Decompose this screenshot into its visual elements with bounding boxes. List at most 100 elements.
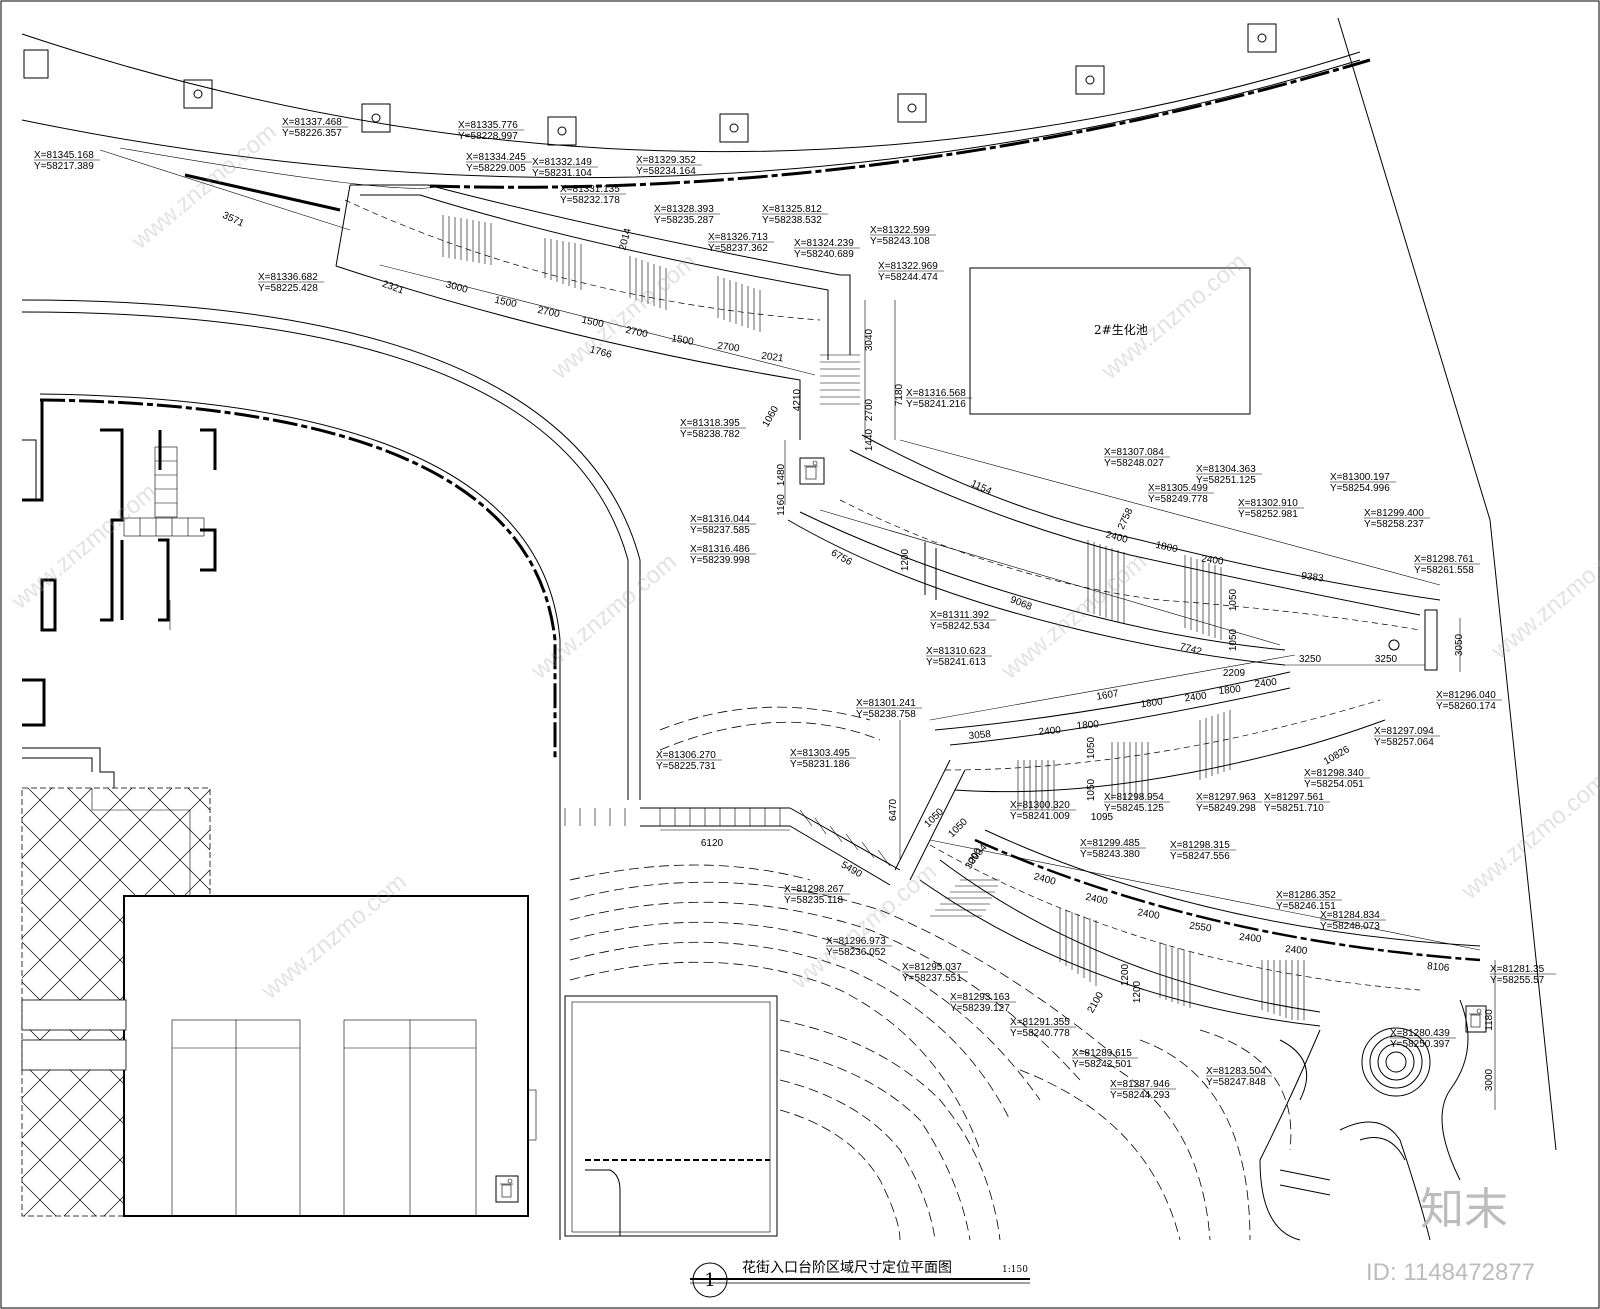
coordinate-y: Y=58239.998	[690, 555, 750, 566]
coordinate-y: Y=58237.551	[902, 973, 962, 984]
coordinate-y: Y=58251.125	[1196, 475, 1256, 486]
coordinate-y: Y=58235.118	[784, 895, 843, 906]
coordinate-y: Y=58251.710	[1264, 803, 1324, 814]
coordinate-y: Y=58226.357	[282, 128, 342, 139]
coordinate-y: Y=58243.380	[1080, 849, 1140, 860]
coordinate-y: Y=58255.57	[1490, 975, 1545, 986]
coordinate-y: Y=58240.689	[794, 249, 854, 260]
left-hatched-area	[21, 747, 537, 1217]
coordinate-x: X=81286.352	[1276, 890, 1336, 901]
left-building	[22, 400, 217, 727]
coordinate-y: Y=58217.389	[34, 161, 94, 172]
coordinate-y: Y=58232.178	[560, 195, 620, 206]
planter-box	[719, 113, 749, 143]
building-label: 2#生化池	[1094, 323, 1148, 337]
coordinate-y: Y=58252.981	[1238, 509, 1298, 520]
dimension-label: 1800	[1218, 684, 1242, 697]
dimension-label: 1160	[776, 494, 787, 516]
coordinate-y: Y=58244.474	[878, 272, 938, 283]
coordinate-y: Y=58225.731	[656, 761, 716, 772]
dimension-label: 2700	[864, 398, 875, 421]
coordinate-x: X=81328.393	[654, 204, 714, 215]
coordinate-y: Y=58242.534	[930, 621, 990, 632]
coordinate-y: Y=58261.558	[1414, 565, 1474, 576]
drawing-scale: 1:150	[1002, 1265, 1028, 1275]
coordinate-x: X=81303.495	[790, 748, 850, 759]
coordinate-y: Y=58237.362	[708, 243, 768, 254]
dimension-label: 1607	[1096, 688, 1120, 703]
dimension-label: 3250	[1299, 654, 1322, 665]
dimension-label: 3250	[1375, 654, 1398, 665]
coordinate-y: Y=58231.104	[532, 168, 592, 179]
dimension-label: 9383	[1301, 571, 1325, 585]
dimension-label: 2700	[536, 305, 560, 320]
planter-box	[361, 103, 391, 133]
coordinate-y: Y=58246.151	[1276, 901, 1336, 912]
coordinate-y: Y=58238.758	[856, 709, 916, 720]
lower-step-band-b	[919, 829, 1481, 1027]
dimension-label: 8106	[1427, 961, 1451, 974]
coordinate-x: X=81329.352	[636, 155, 696, 166]
coordinate-x: X=81297.561	[1264, 792, 1324, 803]
dimension-label: 2400	[1184, 690, 1208, 704]
coordinate-x: X=81281.35	[1490, 964, 1545, 975]
coordinate-y: Y=58241.009	[1010, 811, 1070, 822]
coordinate-x: X=81310.623	[926, 646, 986, 657]
coordinate-y: Y=58238.782	[680, 429, 740, 440]
coordinate-x: X=81345.168	[34, 150, 94, 161]
coordinate-x: X=81318.395	[680, 418, 740, 429]
coordinate-x: X=81336.682	[258, 272, 318, 283]
coordinate-x: X=81304.363	[1196, 464, 1256, 475]
dimension-label: 1500	[493, 295, 517, 310]
coordinate-x: X=81316.486	[690, 544, 750, 555]
coordinate-x: X=81335.776	[458, 120, 518, 131]
fountain-feature	[1259, 999, 1469, 1241]
dimension-label: 1480	[776, 463, 787, 486]
dimension-label: 1800	[1076, 719, 1100, 732]
drawing-title-block: 1 花街入口台阶区域尺寸定位平面图 1:150	[690, 1260, 1030, 1298]
dimension-label: 3058	[968, 729, 992, 742]
coordinate-x: X=81283.504	[1206, 1066, 1266, 1077]
dimension-label: 1180	[1484, 1009, 1495, 1031]
coordinate-x: X=81284.834	[1320, 910, 1380, 921]
coordinate-x: X=81300.197	[1330, 472, 1390, 483]
drawing-title: 花街入口台阶区域尺寸定位平面图	[742, 1260, 952, 1276]
dimension-lines	[99, 149, 1496, 1110]
coordinate-y: Y=58247.848	[1206, 1077, 1266, 1088]
coordinate-y: Y=58241.216	[906, 399, 966, 410]
coordinate-x: X=81299.485	[1080, 838, 1140, 849]
coordinate-x: X=81296.973	[826, 936, 886, 947]
coordinate-x: X=81306.270	[656, 750, 716, 761]
coordinate-y: Y=58260.174	[1436, 701, 1496, 712]
coordinate-labels: X=81345.168Y=58217.389X=81337.468Y=58226…	[34, 117, 1556, 1101]
coordinate-y: Y=58244.293	[1110, 1090, 1170, 1101]
coordinate-y: Y=58258.237	[1364, 519, 1424, 530]
coordinate-x: X=81316.568	[906, 388, 966, 399]
dimension-label: 2400	[1285, 944, 1309, 957]
dimension-label: 3040	[864, 328, 875, 351]
coordinate-y: Y=58247.556	[1170, 851, 1230, 862]
dimension-label: 2400	[1201, 554, 1225, 568]
dimension-label: 1800	[1140, 696, 1164, 710]
coordinate-y: Y=58237.585	[690, 525, 750, 536]
brand-logo: 知末	[1420, 1184, 1508, 1235]
coordinate-x: X=81325.812	[762, 204, 822, 215]
coordinate-y: Y=58257.064	[1374, 737, 1434, 748]
dimension-label: 3000	[1484, 1068, 1495, 1091]
coordinate-y: Y=58249.778	[1148, 494, 1208, 505]
coordinate-x: X=81300.320	[1010, 800, 1070, 811]
lower-walkway	[564, 759, 966, 886]
coordinate-x: X=81297.094	[1374, 726, 1434, 737]
coordinate-y: Y=58254.996	[1330, 483, 1390, 494]
coordinate-y: Y=58243.108	[870, 236, 930, 247]
trash-bin-icon	[495, 1175, 519, 1203]
coordinate-x: X=81302.910	[1238, 498, 1298, 509]
dimension-label: 1050	[1228, 588, 1239, 611]
coordinate-x: X=81307.084	[1104, 447, 1164, 458]
dimension-label: 2400	[1137, 907, 1161, 922]
coordinate-x: X=81287.946	[1110, 1079, 1170, 1090]
coordinate-y: Y=58249.298	[1196, 803, 1256, 814]
coordinate-y: Y=58250.397	[1390, 1039, 1450, 1050]
coordinate-x: X=81316.044	[690, 514, 750, 525]
coordinate-y: Y=58248.073	[1320, 921, 1380, 932]
